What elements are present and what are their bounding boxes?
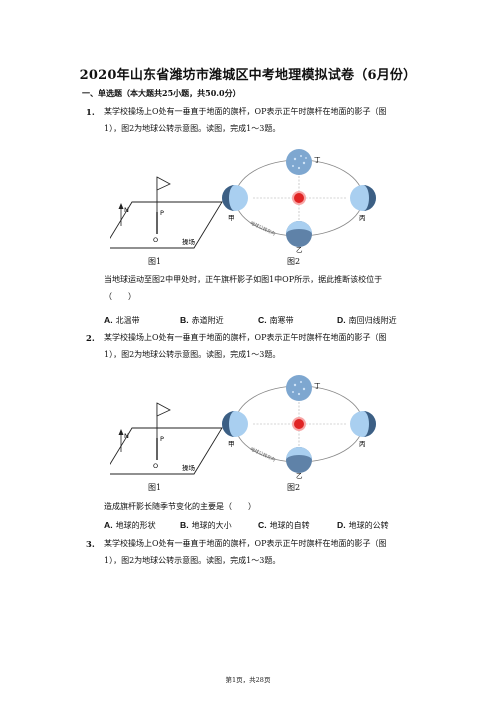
earth-ding: 丁 [286,149,321,175]
question-2-text: 造成旗杆影长随季节变化的主要是（ ） [104,502,256,511]
question-number-3: 3. [86,539,95,549]
q1-option-a[interactable]: A.北温带 [104,315,140,325]
field-label: 操场 [182,237,196,246]
earth-bing: 丙 [350,185,376,222]
q1-option-b[interactable]: B.赤道附近 [180,315,224,325]
flag [156,176,171,191]
orbit-direction-label: 地球公转方向 [249,219,277,237]
point-p-label-2: P [160,435,164,443]
pos-ding-label: 丁 [314,156,321,164]
q1-option-c[interactable]: C.南寒带 [258,315,294,325]
north-label-2: N [124,432,129,440]
pos-ding-label-2: 丁 [314,382,321,390]
fig2-caption: 图2 [287,257,301,266]
pos-bing-label: 丙 [359,214,366,222]
q2-option-b[interactable]: B.地球的大小 [180,520,232,530]
point-o-label: O [153,236,158,244]
field-label-2: 操场 [182,463,196,472]
pos-yi-label-2: 乙 [296,472,303,480]
q2-option-d[interactable]: D.地球的公转 [337,520,389,530]
question-1-text: 当地球运动至图2中甲处时，正午旗杆影子如图1中OP所示，据此推断该校位于 （ ） [104,271,422,305]
section-heading: 一、单选题（本大题共25小题，共50.0分） [82,88,241,98]
pos-bing-label-2: 丙 [359,440,366,448]
page-footer: 第1页，共28页 [225,676,271,684]
north-arrow: N [118,203,129,226]
stem-2-line-2: 1），图2为地球公转示意图。读图，完成1～3题。 [104,350,281,359]
question-stem-3: 某学校操场上O处有一垂直于地面的旗杆，OP表示正午时旗杆在地面的影子（图 1），… [104,535,422,569]
stem-2-line-1: 某学校操场上O处有一垂直于地面的旗杆，OP表示正午时旗杆在地面的影子（图 [104,333,387,342]
pos-jia-label-2: 甲 [228,440,235,448]
pos-yi-label: 乙 [296,246,303,254]
stem-3-line-2: 1），图2为地球公转示意图。读图，完成1～3题。 [104,556,281,565]
field-plane [110,201,223,249]
question-1-line2: （ ） [104,292,136,301]
fig1-caption-2: 图1 [148,483,162,492]
question-number-1: 1. [86,107,95,117]
stem-line-1: 某学校操场上O处有一垂直于地面的旗杆，OP表示正午时旗杆在地面的影子（图 [104,107,387,116]
north-label: N [124,206,129,214]
fig2-caption-2: 图2 [287,483,301,492]
point-p-label: P [160,209,164,217]
stem-3-line-1: 某学校操场上O处有一垂直于地面的旗杆，OP表示正午时旗杆在地面的影子（图 [104,539,387,548]
earth-jia: 甲 [222,185,248,222]
question-1-line1: 当地球运动至图2中甲处时，正午旗杆影子如图1中OP所示，据此推断该校位于 [104,275,383,284]
pos-jia-label: 甲 [228,214,235,222]
figure-group-1: N P O 操场 丁 丙 乙 甲 地球公转方向 [110,149,376,254]
point-o-label-2: O [153,462,158,470]
question-stem-1: 某学校操场上O处有一垂直于地面的旗杆，OP表示正午时旗杆在地面的影子（图 1），… [104,103,422,137]
page-title: 2020年山东省潍坊市潍城区中考地理模拟试卷（6月份） [79,68,417,83]
q2-option-a[interactable]: A.地球的形状 [104,520,156,530]
question-number-2: 2. [86,333,95,343]
question-stem-2: 某学校操场上O处有一垂直于地面的旗杆，OP表示正午时旗杆在地面的影子（图 1），… [104,329,422,363]
orbit-direction-label-2: 地球公转方向 [249,445,277,463]
earth-yi: 乙 [286,221,312,254]
q1-option-d[interactable]: D.南回归线附近 [337,315,397,325]
sun [292,191,306,205]
figure-group-2: N P O 操场 丁 丙 乙 甲 地球公转方向 [110,375,376,480]
stem-line-2: 1），图2为地球公转示意图。读图，完成1～3题。 [104,124,281,133]
fig1-caption: 图1 [148,257,162,266]
q2-option-c[interactable]: C.地球的自转 [258,520,310,530]
